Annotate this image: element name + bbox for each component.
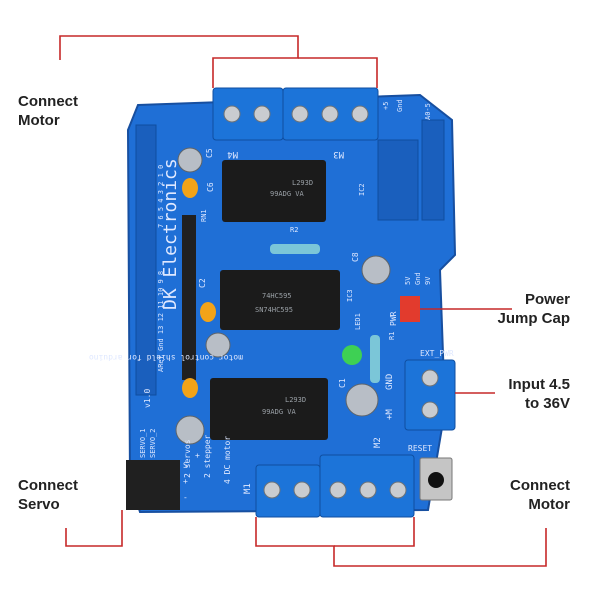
gnd-top-label: Gnd (396, 99, 404, 112)
ic1-code: 99ADG VA (270, 190, 305, 198)
callout-connect-servo: Connect Servo (18, 477, 78, 513)
brand-label: DK Electronics (160, 158, 181, 310)
terminal-screw (253, 105, 271, 123)
terminal-screw (321, 105, 339, 123)
chip-ic2 (210, 378, 328, 440)
pwr-label: PWR (389, 311, 398, 326)
callout-line-top (59, 35, 299, 88)
ic2-name: L293D (285, 396, 306, 404)
s-mark: S (183, 461, 188, 470)
power-jumper (400, 296, 420, 322)
c6-label: C6 (206, 182, 215, 192)
servo-header (126, 460, 180, 510)
plus-m-label: +M (385, 409, 395, 420)
capacitor (361, 255, 391, 285)
c5-label: C5 (205, 148, 214, 158)
chip-ic3 (220, 270, 340, 330)
terminal-screw (291, 105, 309, 123)
servo1-label: SERVO_1 (139, 428, 147, 458)
plus-mark: + (183, 477, 188, 486)
stepper-label: 2 stepper (203, 434, 212, 478)
five-v-label: 5V (404, 276, 412, 285)
header-pins-left (135, 124, 157, 396)
terminal-screw (223, 105, 241, 123)
terminal-screw (351, 105, 369, 123)
servo2-label: SERVO_2 (149, 428, 157, 458)
ic3-label: IC3 (346, 289, 354, 302)
pins-left-label: 7 6 5 4 3 2 1 0 (157, 165, 165, 228)
m2-label: M2 (373, 437, 383, 448)
resistor-r2 (270, 244, 320, 254)
callout-line-top-right (298, 57, 378, 88)
dc-motor-label: 4 DC motor (223, 436, 232, 484)
r2-label: R2 (290, 226, 298, 234)
callout-line-bottom-motor (255, 517, 547, 567)
m4-label: M4 (227, 149, 238, 159)
callout-power-jump: Power Jump Cap (497, 291, 570, 327)
resistor-r1 (370, 335, 380, 383)
terminal-screw (421, 401, 439, 419)
ic3-code: SN74HC595 (255, 306, 293, 314)
servos-label: 2 servos (183, 439, 192, 478)
gnd-label: GND (385, 374, 395, 390)
reset-button-cap[interactable] (428, 472, 444, 488)
led1 (342, 345, 362, 365)
c2-label: C2 (198, 278, 207, 288)
callout-top-left-motor: Connect Motor (18, 93, 78, 129)
callout-line-bottom-motor-2 (334, 517, 415, 547)
r1-label: R1 (388, 332, 396, 340)
ref-pin-label: ARef Gnd 13 12 11 10 9 8 (157, 271, 165, 372)
capacitor (175, 415, 205, 445)
terminal-screw (359, 481, 377, 499)
ic1-name: L293D (292, 179, 313, 187)
a0-5-label: A0-5 (424, 103, 432, 120)
callout-bottom-right-motor: Connect Motor (510, 477, 570, 513)
plus-label: + (193, 453, 202, 458)
c8-label: C8 (351, 252, 360, 262)
terminal-block-ext-pwr (404, 359, 456, 431)
plus5-label: +5 (382, 102, 390, 110)
terminal-screw (293, 481, 311, 499)
ic2-code: 99ADG VA (262, 408, 297, 416)
reset-label: RESET (408, 444, 432, 453)
ic3-name: 74HC595 (262, 292, 292, 300)
led1-label: LED1 (354, 313, 362, 330)
callout-input-voltage: Input 4.5 to 36V (508, 376, 570, 412)
ceramic-capacitor (182, 378, 198, 398)
capacitor (345, 383, 379, 417)
terminal-screw (263, 481, 281, 499)
rn1-label: RN1 (200, 209, 208, 222)
version-label: v1.0 (143, 389, 152, 408)
m3-label: M3 (333, 149, 344, 159)
c1-label: C1 (338, 378, 347, 388)
header-pins-right (377, 139, 419, 221)
ic2-label: IC2 (358, 183, 366, 196)
resistor-network (182, 215, 196, 380)
ext-pwr-label: EXT_PWR (420, 349, 454, 358)
capacitor (177, 147, 203, 173)
m1-label: M1 (243, 483, 253, 494)
gnd-small-label: Gnd (414, 272, 422, 285)
chip-ic1 (222, 160, 326, 222)
capacitor (205, 332, 231, 358)
terminal-screw (389, 481, 407, 499)
minus-mark: - (183, 493, 188, 502)
nine-v-label: 9V (424, 276, 432, 285)
subtitle-label: motor control shield for arduino (89, 353, 243, 362)
ceramic-capacitor (200, 302, 216, 322)
callout-line-servo (65, 510, 123, 547)
header-pins-a0 (421, 119, 445, 221)
terminal-screw (329, 481, 347, 499)
ceramic-capacitor (182, 178, 198, 198)
terminal-screw (421, 369, 439, 387)
